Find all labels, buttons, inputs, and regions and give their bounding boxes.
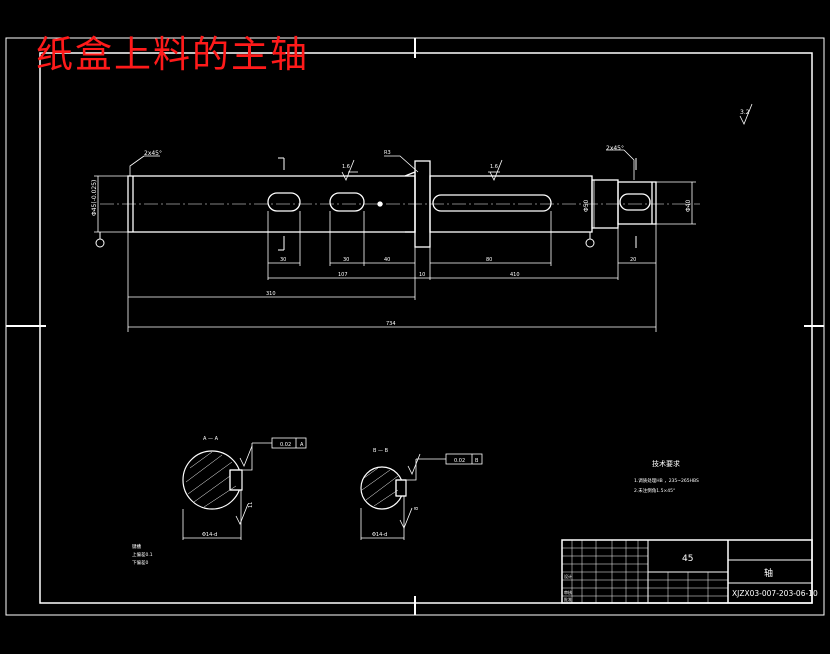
drawing-no-label: XJZX03-007-203-06-10 — [732, 589, 818, 598]
section-b-label: B — B — [373, 448, 389, 454]
section-b-view — [360, 453, 483, 540]
inner-frame — [39, 52, 813, 604]
section-b-depth: 8 — [414, 507, 420, 510]
left-dia-label: Φ45(-0.025) — [91, 180, 98, 216]
left-note-1: 键槽 — [132, 543, 141, 550]
shaft-main-view — [100, 160, 700, 248]
dim-4: 80 — [486, 257, 492, 263]
keyway-1 — [267, 192, 301, 212]
section-a-depth: 11 — [248, 502, 254, 508]
section-a-label: A — A — [203, 436, 219, 442]
tb-check: 审核 — [564, 589, 572, 595]
rough-1: 1.6 — [342, 164, 350, 170]
diameter-dims — [94, 175, 696, 233]
part-name-label: 轴 — [764, 567, 773, 579]
dim-overall: 734 — [386, 321, 396, 327]
title-block — [561, 539, 813, 604]
right-dia-label: Φ40 — [685, 199, 692, 212]
keyway-2 — [329, 192, 365, 212]
keyway-4 — [619, 193, 651, 211]
mid-dia-label: Φ50 — [583, 199, 590, 212]
tech-req-line1: 1.调质处理HB ，235~265HBS — [634, 477, 699, 484]
tb-design: 设计 — [564, 573, 572, 579]
rough-2: 1.6 — [490, 164, 498, 170]
dim-8: 410 — [510, 272, 520, 278]
section-a-tol: 0.02 — [280, 442, 291, 448]
left-note-2: 上偏差0.1 — [132, 551, 153, 558]
section-a-width: Φ14-d — [202, 532, 217, 538]
section-markers — [95, 157, 637, 251]
dim-3: 40 — [384, 257, 390, 263]
overlay-title: 纸盒上料的主轴 — [36, 33, 309, 76]
dim-6: 107 — [338, 272, 348, 278]
centering-marks — [6, 38, 824, 615]
shaft-segment-right — [617, 181, 657, 225]
section-b-width: Φ14-d — [372, 532, 387, 538]
surface-note: 3.2 — [740, 109, 750, 116]
tech-req-line2: 2.未注倒角1.5×45° — [634, 487, 675, 494]
section-a-ref: A — [300, 442, 304, 448]
chamfer-right-label: 2x45° — [606, 145, 624, 152]
outer-frame — [5, 37, 825, 616]
tb-approve: 批准 — [564, 596, 572, 602]
section-b-ref: B — [475, 458, 479, 464]
tech-req-heading: 技术要求 — [652, 459, 680, 468]
dim-7: 10 — [419, 272, 425, 278]
left-note-3: 下偏差0 — [132, 559, 148, 566]
section-a-view — [182, 437, 307, 540]
dim-2: 30 — [343, 257, 349, 263]
keyway-3 — [432, 194, 552, 212]
dim-1: 30 — [280, 257, 286, 263]
dim-5: 20 — [630, 257, 636, 263]
chamfer-left-label: 2x45° — [144, 150, 162, 157]
fillet-label: R3 — [384, 150, 391, 156]
horizontal-dims — [127, 211, 657, 332]
dim-9: 310 — [266, 291, 276, 297]
material-label: 45 — [682, 554, 693, 564]
roughness-symbols — [341, 103, 753, 181]
section-b-tol: 0.02 — [454, 458, 465, 464]
